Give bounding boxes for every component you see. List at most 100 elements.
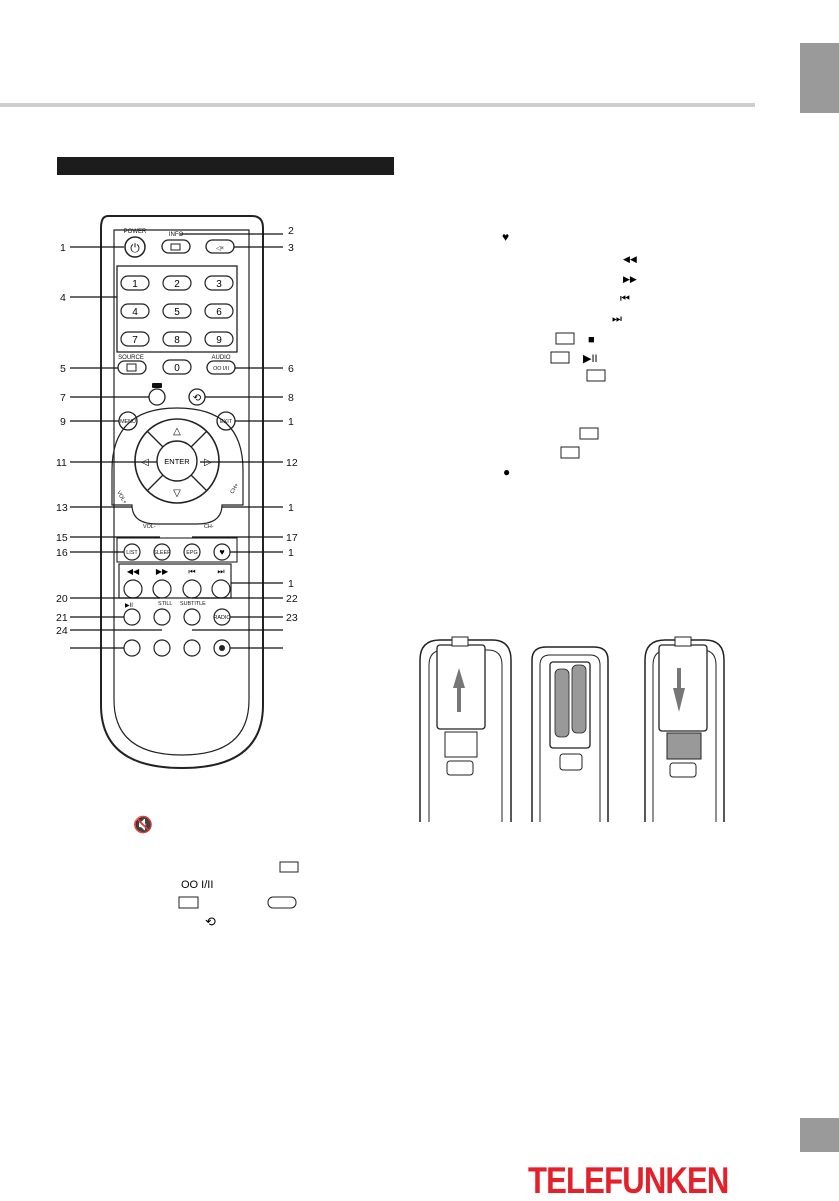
callout-number: 22 bbox=[286, 593, 298, 605]
battery-installation-diagram bbox=[419, 636, 725, 822]
digit-button[interactable] bbox=[120, 331, 150, 347]
header-rule bbox=[0, 103, 755, 107]
teletext-cancel-icon bbox=[579, 427, 599, 440]
audio-label: AUDIO bbox=[211, 355, 230, 361]
arrow-down-icon[interactable]: ▽ bbox=[173, 488, 181, 499]
teletext-reveal-icon bbox=[279, 861, 299, 873]
ch-minus-label[interactable]: CH- bbox=[204, 524, 214, 530]
digit-button[interactable] bbox=[162, 275, 192, 291]
digit-label: 2 bbox=[174, 279, 180, 290]
subtitle-label: SUBTITLE bbox=[180, 601, 206, 607]
heart-icon: ♥ bbox=[502, 230, 509, 244]
callout-number: 11 bbox=[56, 457, 67, 469]
telefunken-logo: TELEFUNKEN bbox=[528, 1160, 729, 1201]
next-icon: ⏭ bbox=[217, 567, 224, 576]
callout-number: 1 bbox=[288, 416, 294, 428]
teletext-mix-icon bbox=[555, 332, 575, 345]
enter-button[interactable] bbox=[156, 440, 198, 482]
source-icon bbox=[126, 363, 137, 372]
sleep-label: SLEEP bbox=[153, 550, 171, 556]
record-icon: ● bbox=[503, 465, 510, 479]
info-icon bbox=[170, 243, 181, 251]
power-icon: ⏻ bbox=[130, 241, 140, 255]
next-icon: ⏭ bbox=[612, 313, 622, 325]
rewind-icon: ◀◀ bbox=[623, 254, 637, 264]
info-button[interactable] bbox=[161, 239, 191, 254]
callout-numbers: 1 2 3 4 5 6 7 8 9 1 11 12 13 1 15 16 17 … bbox=[56, 225, 298, 637]
callout-number: 6 bbox=[288, 363, 294, 375]
callout-number: 2 bbox=[288, 225, 294, 237]
digit-button[interactable] bbox=[162, 359, 192, 375]
callout-lines bbox=[70, 233, 283, 649]
callout-number: 5 bbox=[60, 363, 66, 375]
fast-forward-button[interactable] bbox=[152, 579, 172, 599]
callout-number: 1 bbox=[288, 547, 294, 559]
digit-button[interactable] bbox=[120, 303, 150, 319]
audio-symbol: OO I/II bbox=[213, 366, 229, 372]
teletext-icon bbox=[550, 351, 570, 364]
exit-label: EXIT bbox=[220, 419, 233, 425]
digit-label: 5 bbox=[174, 307, 180, 318]
radio-label: RADIO bbox=[213, 615, 230, 621]
callout-number: 4 bbox=[60, 292, 66, 304]
digit-button[interactable] bbox=[204, 331, 234, 347]
power-label: POWER bbox=[124, 229, 147, 235]
lower-symbols-list: 🔇 OO I/II ⟲ bbox=[133, 815, 299, 929]
digit-label: 6 bbox=[216, 307, 222, 318]
info-label: INFO bbox=[169, 232, 184, 238]
epg-label: EPG bbox=[186, 550, 197, 556]
digit-label: 9 bbox=[216, 335, 222, 346]
digit-button[interactable] bbox=[120, 275, 150, 291]
menu-label: MENU bbox=[120, 419, 136, 425]
epg-button[interactable] bbox=[183, 543, 201, 561]
callout-number: 1 bbox=[288, 578, 294, 590]
digit-button[interactable] bbox=[204, 303, 234, 319]
digit-buttons: 1 2 3 4 5 6 7 8 9 0 bbox=[120, 275, 234, 375]
callout-number: 7 bbox=[60, 392, 66, 404]
digit-label: 1 bbox=[132, 279, 138, 290]
subtitle-button[interactable] bbox=[183, 608, 201, 626]
callout-number: 16 bbox=[56, 547, 68, 559]
heart-icon: ♥ bbox=[219, 547, 224, 557]
still-label: STILL bbox=[158, 601, 172, 607]
digit-button[interactable] bbox=[162, 331, 192, 347]
digit-label: 7 bbox=[132, 335, 138, 346]
fast-forward-icon: ▶▶ bbox=[156, 567, 169, 576]
rewind-icon: ◀◀ bbox=[127, 567, 140, 576]
callout-number: 1 bbox=[60, 242, 66, 254]
battery-step-insert-batteries bbox=[531, 646, 609, 822]
previous-icon: ⏮ bbox=[188, 567, 195, 576]
stop-icon: ■ bbox=[588, 334, 595, 346]
mute-icon: 🔇 bbox=[133, 815, 153, 834]
page-tab-bottom bbox=[800, 1118, 839, 1152]
play-pause-icon: ▶II bbox=[125, 603, 133, 609]
page-tab-top bbox=[800, 43, 839, 113]
callout-number: 8 bbox=[288, 392, 294, 404]
teletext-index-icon bbox=[560, 446, 580, 459]
callout-number: 21 bbox=[56, 612, 68, 624]
digit-label: 0 bbox=[174, 363, 180, 374]
digit-button[interactable] bbox=[204, 275, 234, 291]
ch-plus-label[interactable]: CH+ bbox=[230, 483, 241, 495]
audio-icon: OO I/II bbox=[181, 879, 213, 891]
callout-number: 1 bbox=[288, 502, 294, 514]
still-button[interactable] bbox=[153, 608, 171, 626]
sleep-button[interactable] bbox=[153, 543, 171, 561]
callout-number: 12 bbox=[286, 457, 298, 469]
blank-button[interactable] bbox=[183, 639, 201, 657]
previous-icon: ⏮ bbox=[620, 293, 630, 305]
arrow-up-icon[interactable]: △ bbox=[173, 426, 181, 437]
record-icon bbox=[219, 645, 225, 651]
blank-button[interactable] bbox=[153, 639, 171, 657]
remote-control-diagram: ⏻ POWER INFO ◁× 1 2 3 4 5 6 7 8 9 bbox=[56, 215, 298, 770]
callout-number: 3 bbox=[288, 242, 294, 254]
teletext-hold-icon bbox=[267, 896, 297, 909]
digit-button[interactable] bbox=[162, 303, 192, 319]
source-label: SOURCE bbox=[118, 355, 144, 361]
repeat-icon: ⟲ bbox=[205, 914, 216, 929]
vol-minus-label[interactable]: VOL- bbox=[143, 524, 156, 530]
mute-icon: ◁× bbox=[216, 246, 225, 252]
battery-step-open-cover bbox=[419, 636, 512, 822]
power-button[interactable] bbox=[124, 236, 146, 258]
teletext-mix-icon bbox=[152, 383, 162, 388]
